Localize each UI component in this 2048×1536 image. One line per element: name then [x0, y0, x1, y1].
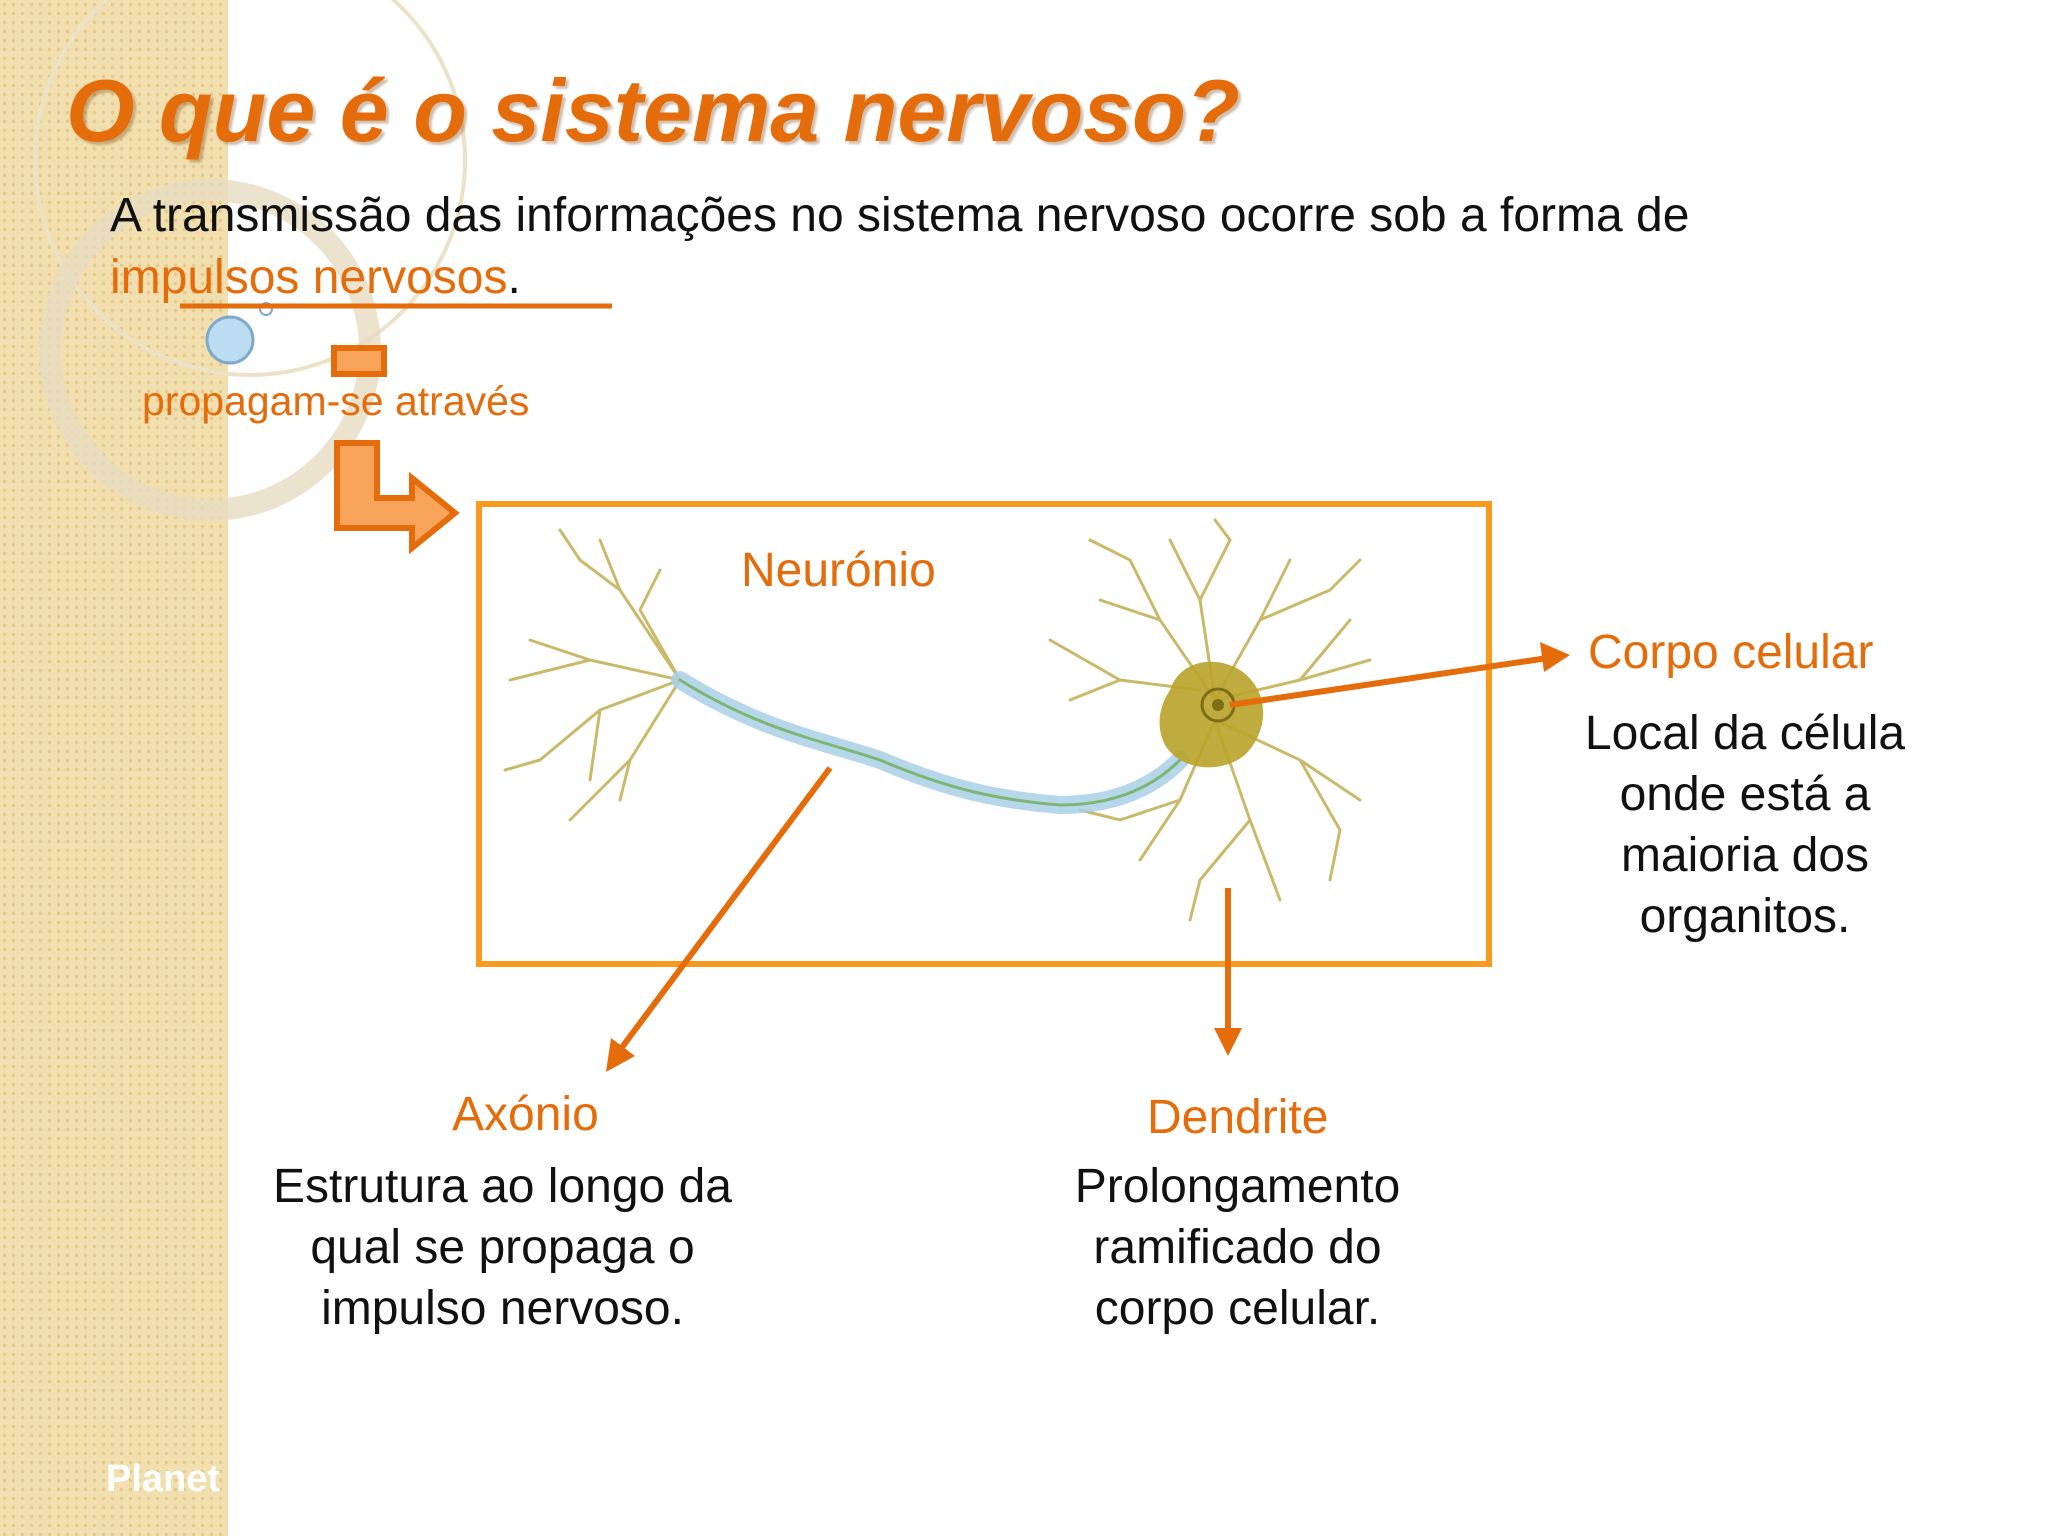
axonio-description: Estrutura ao longo da qual se propaga o …: [273, 1160, 732, 1335]
intro-paragraph: A transmissão das informações no sistema…: [110, 185, 1810, 309]
neuron-label: Neurónio: [741, 544, 936, 597]
pointer-arrows: [606, 642, 1570, 1072]
dendrite-arrowhead-icon: [1214, 1028, 1242, 1056]
decor-bubble: [205, 315, 255, 365]
corpo-celular-arrow: [1229, 655, 1549, 708]
axonio-arrowhead-icon: [606, 1038, 635, 1072]
corpo-celular-arrowhead-icon: [1540, 642, 1570, 672]
intro-text-end: .: [507, 251, 521, 304]
intro-highlight: impulsos nervosos: [110, 251, 508, 304]
decorative-side-band: [0, 0, 228, 1536]
corpo-celular-description: Local da célula onde está a maioria dos …: [1584, 707, 1906, 943]
corpo-celular-title: Corpo celular: [1588, 626, 1874, 679]
axonio-title: Axónio: [452, 1088, 599, 1141]
axonio-arrow: [617, 766, 833, 1052]
neuron-frame: [476, 501, 1492, 967]
dendrite-title: Dendrite: [1147, 1091, 1329, 1144]
propagation-label: propagam-se através: [142, 378, 530, 424]
neuron-illustration: [503, 518, 1372, 922]
decor-circle-large: [33, 0, 467, 377]
equals-marker-icon: [331, 345, 387, 377]
footer-text: Planet: [106, 1458, 221, 1500]
bent-arrow-icon: [334, 440, 460, 555]
slide-title: O que é o sistema nervoso?: [66, 61, 1240, 160]
dendrite-description: Prolongamento ramificado do corpo celula…: [1074, 1160, 1401, 1335]
intro-text: A transmissão das informações no sistema…: [110, 189, 1690, 242]
